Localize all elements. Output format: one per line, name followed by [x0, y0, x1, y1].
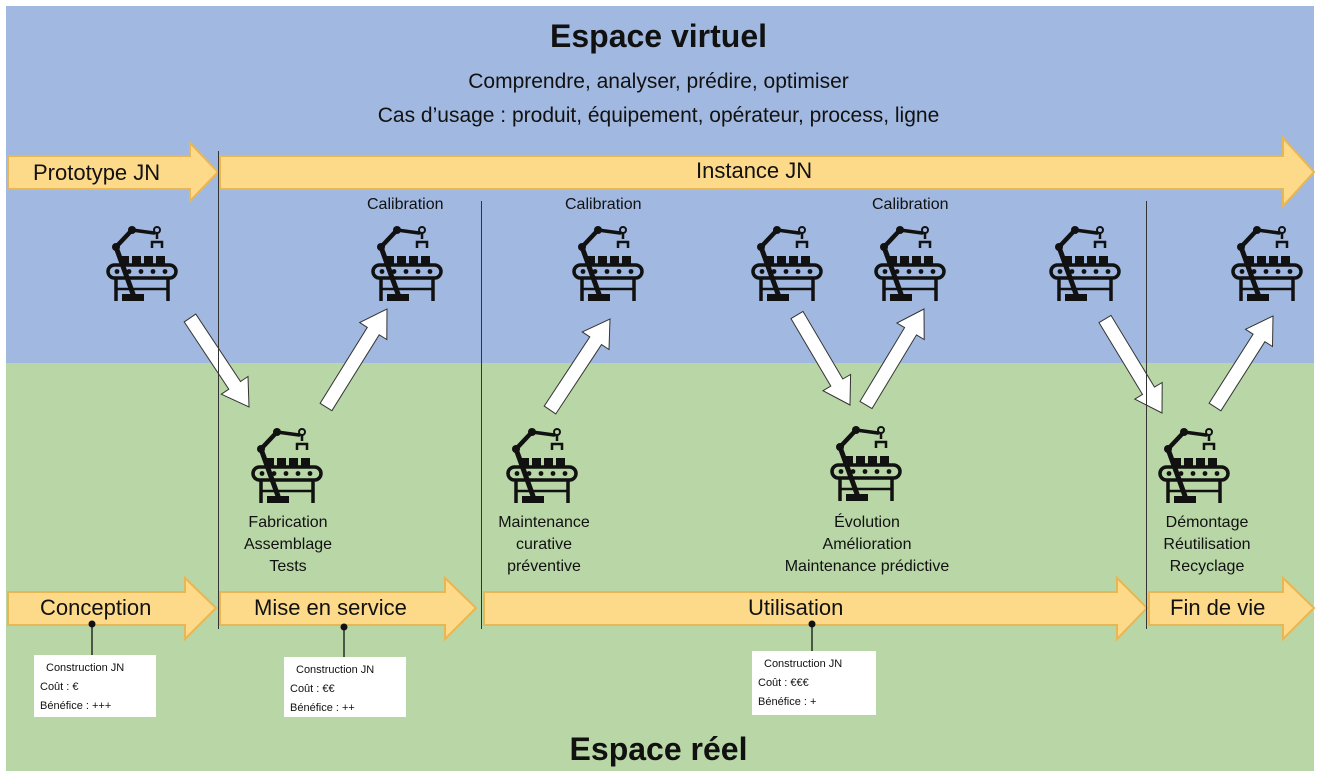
utilisation-arrow: [483, 575, 1149, 642]
note-mise-en-service-title: Construction JN: [296, 664, 375, 676]
sync-arrow-virtual-to-real-1: [790, 310, 852, 406]
activity-maintenance-predictive: Maintenance prédictive: [784, 558, 950, 575]
note-conception-cost: Coût : €: [40, 681, 79, 693]
note-mise-en-service: Construction JN Coût : €€ Bénéfice : ++: [284, 657, 406, 717]
robot-icon-real-commissioning: [251, 428, 323, 503]
activities-maintenance: Maintenance curative préventive: [484, 512, 604, 578]
instance-arrow: [219, 135, 1316, 209]
fin-de-vie-arrow: [1148, 575, 1316, 642]
activity-evolution: Évolution: [834, 514, 900, 531]
virtual-space-subtitle-1: Comprendre, analyser, prédire, optimiser: [468, 70, 849, 93]
note-utilisation-cost: Coût : €€€: [758, 677, 809, 689]
note-conception: Construction JN Coût : € Bénéfice : +++: [34, 655, 156, 717]
activity-tests: Tests: [269, 558, 307, 575]
separator-fin-de-vie: [1146, 201, 1147, 629]
activity-maintenance: Maintenance: [498, 514, 590, 531]
activity-demontage: Démontage: [1165, 514, 1249, 531]
virtual-space-subtitle-2: Cas d’usage : produit, équipement, opéra…: [377, 104, 940, 127]
robot-icon-virtual-evolution: [751, 226, 823, 301]
real-space-band: [6, 363, 1314, 771]
sync-arrow-prototype-to-real: [183, 313, 250, 408]
sync-arrow-real-to-virtual-2: [543, 318, 611, 415]
conception-connector-dot: [88, 620, 96, 628]
note-utilisation-benefit: Bénéfice : +: [758, 696, 817, 708]
activity-fabrication: Fabrication: [248, 514, 328, 531]
mise-en-service-label: Mise en service: [254, 595, 407, 620]
mise-en-service-arrow: [219, 575, 478, 642]
note-mise-en-service-benefit: Bénéfice : ++: [290, 702, 355, 714]
note-mise-en-service-cost: Coût : €€: [290, 683, 335, 695]
conception-arrow: [7, 575, 218, 642]
activity-amelioration: Amélioration: [822, 536, 912, 553]
sync-arrow-virtual-to-real-2: [1098, 314, 1163, 414]
virtual-space-title: Espace virtuel: [550, 18, 767, 54]
sync-arrow-real-to-virtual-1: [319, 308, 388, 412]
real-space-title: Espace réel: [569, 731, 748, 767]
note-utilisation: Construction JN Coût : €€€ Bénéfice : +: [752, 651, 876, 715]
robot-icon-real-evolution: [830, 426, 902, 501]
icons-layer: [106, 226, 1303, 503]
robot-icon-real-maintenance: [506, 428, 578, 503]
robot-icon-real-end-of-life: [1158, 428, 1230, 503]
robot-icon-virtual-end: [1049, 226, 1121, 301]
activity-recyclage: Recyclage: [1169, 558, 1245, 575]
sync-arrow-real-to-virtual-4: [1208, 315, 1274, 412]
activity-curative: curative: [515, 536, 573, 553]
prototype-arrow: [7, 140, 220, 204]
conception-label: Conception: [40, 595, 152, 620]
sync-arrow-real-to-virtual-3: [859, 308, 925, 410]
fin-de-vie-label: Fin de vie: [1170, 595, 1266, 620]
activity-assemblage: Assemblage: [243, 536, 333, 553]
robot-icon-calibration-1: [371, 226, 443, 301]
mise-en-service-connector-dot: [340, 623, 348, 631]
sync-arrows: [183, 308, 1274, 415]
activity-preventive: préventive: [507, 558, 581, 575]
robot-icon-virtual-recycled: [1231, 226, 1303, 301]
note-conception-title: Construction JN: [46, 662, 125, 674]
separator-conception: [218, 151, 219, 629]
utilisation-connector-dot: [808, 620, 816, 628]
calibration-label-2: Calibration: [565, 196, 642, 213]
instance-label: Instance JN: [696, 158, 813, 183]
activity-reutilisation: Réutilisation: [1163, 536, 1251, 553]
activities-fin-de-vie: Démontage Réutilisation Recyclage: [1149, 512, 1265, 578]
utilisation-label: Utilisation: [748, 595, 844, 620]
robot-icon-calibration-2: [572, 226, 644, 301]
separator-mise-en-service: [481, 201, 482, 629]
activities-mise-en-service: Fabrication Assemblage Tests: [230, 512, 346, 578]
prototype-label: Prototype JN: [33, 160, 161, 185]
robot-icon-calibration-3: [874, 226, 946, 301]
calibration-label-3: Calibration: [872, 196, 949, 213]
note-utilisation-title: Construction JN: [764, 658, 843, 670]
robot-icon-prototype: [106, 226, 178, 301]
activities-evolution: Évolution Amélioration Maintenance prédi…: [762, 512, 972, 578]
calibration-label-1: Calibration: [367, 196, 444, 213]
note-conception-benefit: Bénéfice : +++: [40, 700, 112, 712]
